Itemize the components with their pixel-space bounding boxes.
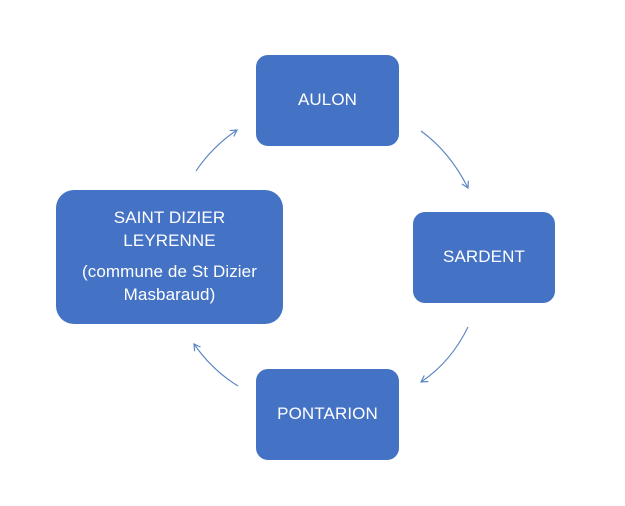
node-pontarion: PONTARION <box>256 369 399 460</box>
arrow-saint-dizier-to-aulon <box>195 129 238 172</box>
node-saint-dizier-line2: LEYRENNE <box>123 231 216 251</box>
arrow-pontarion-to-saint-dizier <box>193 343 239 387</box>
node-aulon: AULON <box>256 55 399 146</box>
arrow-sardent-to-pontarion <box>420 326 469 383</box>
node-saint-dizier-line4: Masbaraud) <box>123 284 216 304</box>
node-saint-dizier-line1: SAINT DIZIER <box>113 208 226 228</box>
node-aulon-label: AULON <box>297 90 358 110</box>
arrow-aulon-to-sardent <box>420 130 469 190</box>
node-sardent-label: SARDENT <box>443 247 525 267</box>
node-pontarion-label: PONTARION <box>277 404 378 424</box>
node-saint-dizier-line3: (commune de St Dizier <box>82 262 257 281</box>
node-sardent: SARDENT <box>413 212 555 303</box>
node-saint-dizier: SAINT DIZIER LEYRENNE (commune de St Diz… <box>56 190 283 324</box>
